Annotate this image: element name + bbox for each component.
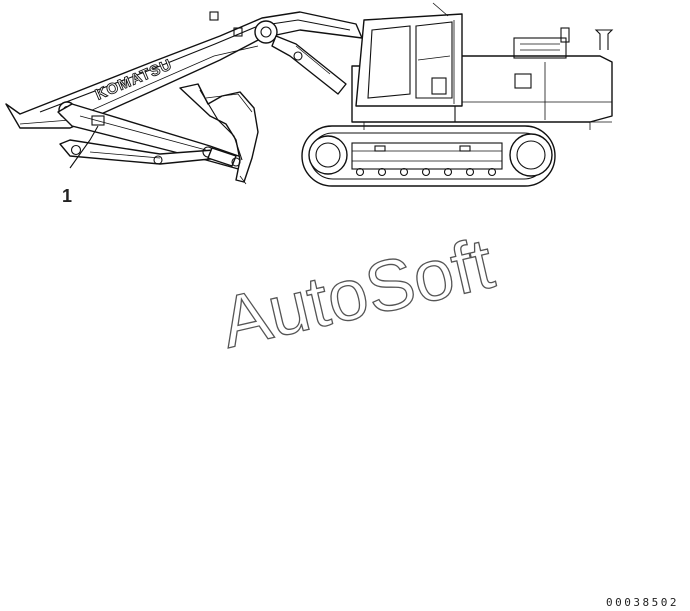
- callout-number-1: 1: [62, 186, 72, 206]
- drawing-code: 00038502: [606, 596, 679, 609]
- boom-cylinder: [271, 35, 347, 95]
- watermark: AutoSoft: [214, 224, 501, 364]
- bucket-linkage: [207, 147, 241, 167]
- bucket: [179, 83, 259, 185]
- excavator-illustration: KOMATSU: [5, 2, 614, 187]
- decal-location: [69, 115, 105, 169]
- operator-cab: [355, 2, 463, 107]
- crawler-track: [301, 125, 556, 187]
